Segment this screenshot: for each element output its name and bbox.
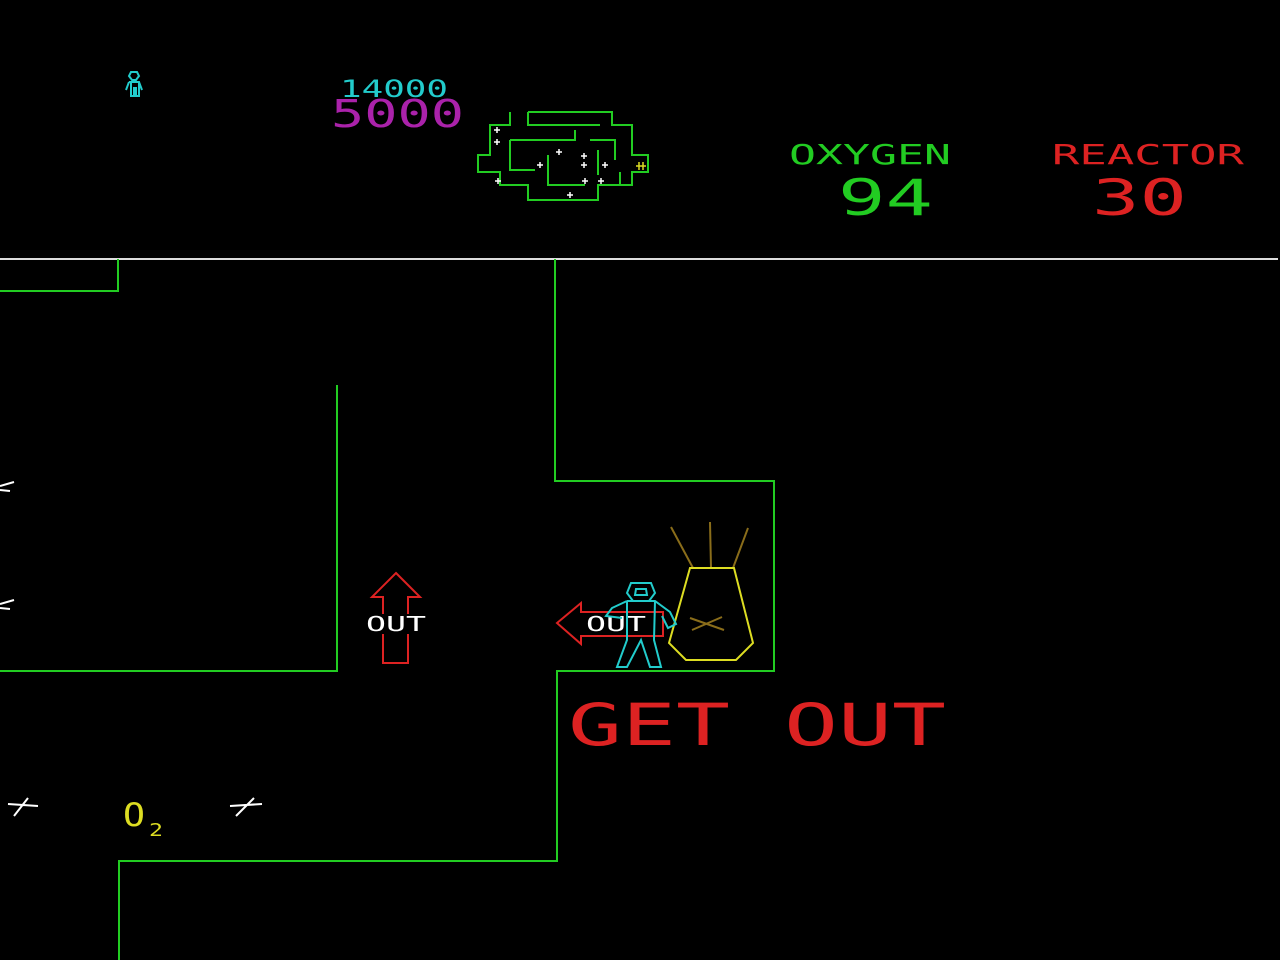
maze-walls xyxy=(0,259,775,960)
exit-sign-left: OUT xyxy=(586,612,646,636)
arrow-up-icon xyxy=(369,571,423,664)
score: 5000 xyxy=(331,92,464,136)
exit-arrow-left: OUT xyxy=(555,600,664,647)
oxygen-pickup-label: O xyxy=(123,796,145,834)
mine-icon xyxy=(0,481,15,492)
player-astronaut xyxy=(604,582,678,668)
oxygen-pickup-subscript: 2 xyxy=(149,820,163,841)
astronaut-icon xyxy=(125,71,143,97)
exit-arrow-up: OUT xyxy=(364,571,426,664)
high-score: 14000 xyxy=(340,75,448,103)
mine-icon xyxy=(229,797,263,817)
reactor-value: 30 xyxy=(1092,169,1187,227)
reactor-label: REACTOR xyxy=(1052,138,1244,171)
mines xyxy=(0,481,263,817)
get-out-message: GET OUT xyxy=(568,691,946,759)
minimap xyxy=(477,111,649,201)
exit-sign-up: OUT xyxy=(366,612,426,636)
reactor-core xyxy=(667,521,755,661)
mine-icon xyxy=(0,599,15,610)
oxygen-pickup: O 2 xyxy=(123,796,163,841)
hud: 14000 5000 xyxy=(0,71,1278,260)
arrow-left-icon xyxy=(555,600,664,647)
oxygen-value: 94 xyxy=(838,169,933,227)
oxygen-label: OXYGEN xyxy=(789,138,951,171)
mine-icon xyxy=(7,797,39,817)
